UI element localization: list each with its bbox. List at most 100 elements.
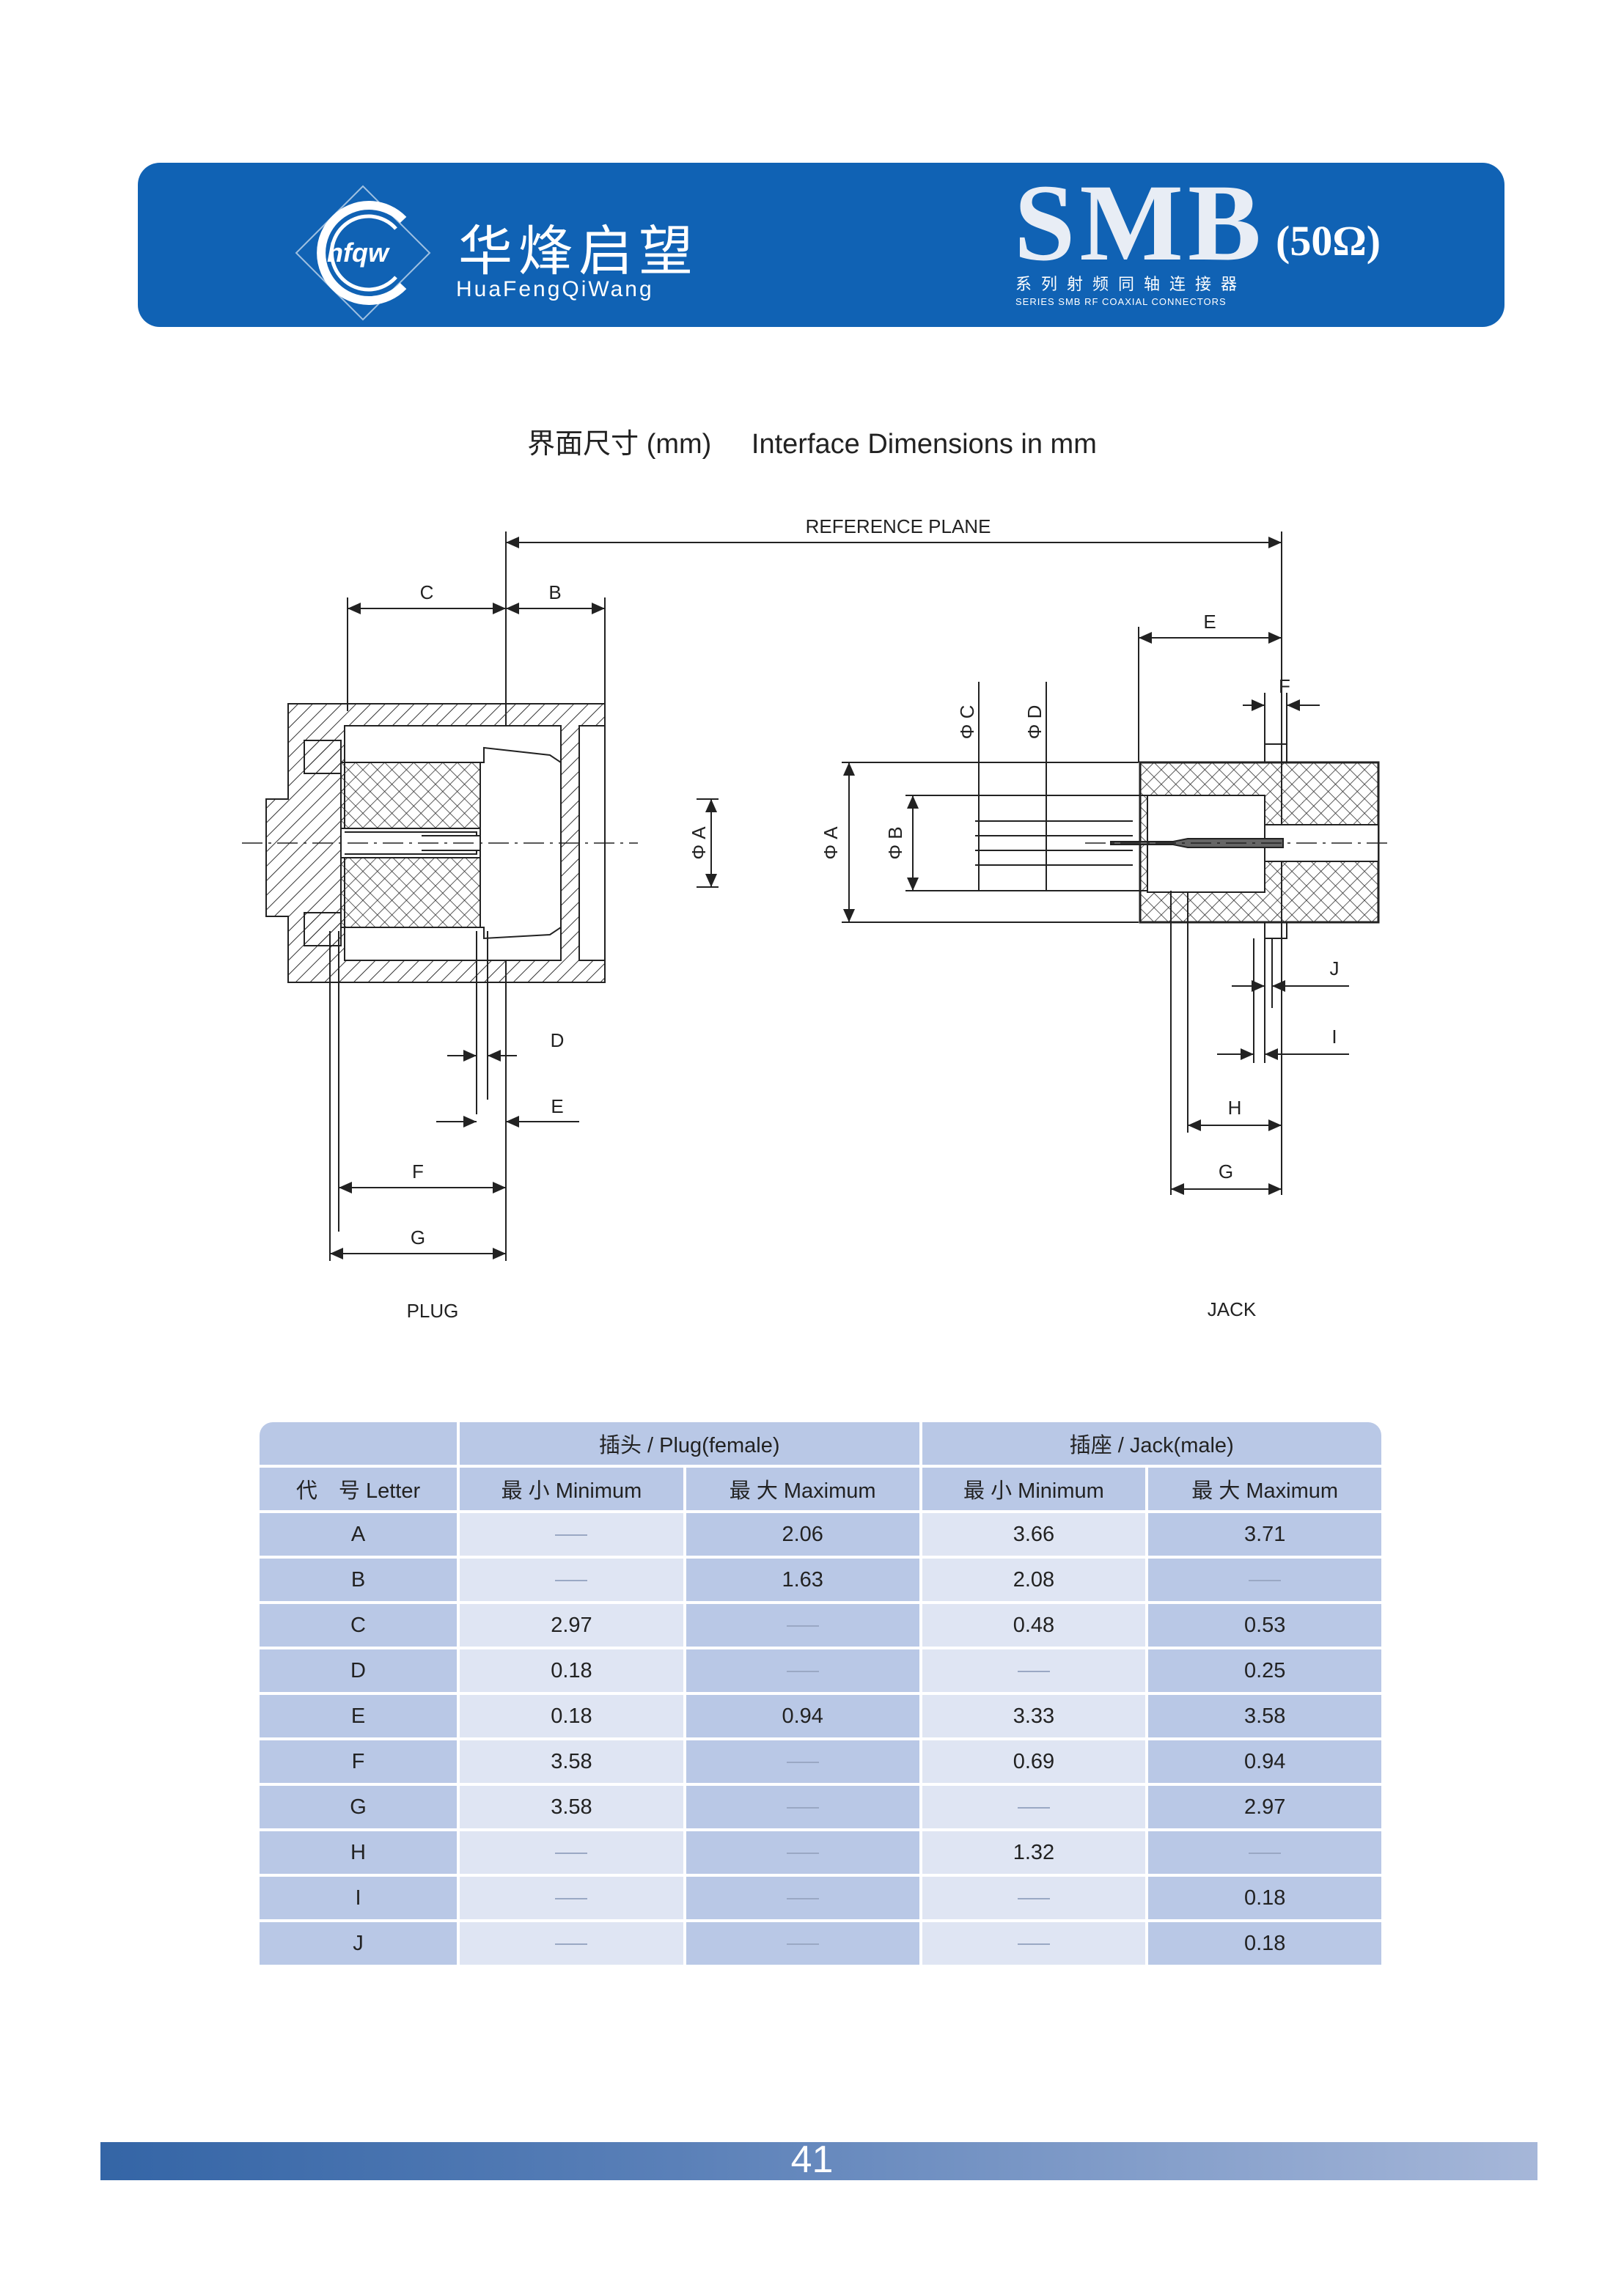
cell-plug-min [460, 1922, 683, 1965]
interface-drawing: REFERENCE PLANE C B Φ A D [242, 515, 1393, 1322]
cell-jack-min: 1.32 [922, 1831, 1146, 1874]
empty-dash [786, 1943, 819, 1945]
cell-plug-min [460, 1513, 683, 1556]
cell-letter: B [260, 1559, 458, 1601]
cell-jack-max: 3.58 [1148, 1695, 1381, 1737]
cell-letter: H [260, 1831, 458, 1874]
logo-text: hfqw [327, 238, 390, 268]
cell-plug-max [686, 1786, 919, 1828]
table-column-header: 代 号 Letter 最 小 Minimum 最 大 Maximum 最 小 M… [260, 1468, 1381, 1510]
group-jack-header: 插座 / Jack(male) [922, 1422, 1381, 1465]
cell-plug-max [686, 1877, 919, 1919]
hfqw-logo-icon: hfqw [295, 185, 431, 321]
reference-plane-label: REFERENCE PLANE [806, 515, 991, 537]
dimensions-table: 插头 / Plug(female) 插座 / Jack(male) 代 号 Le… [257, 1419, 1384, 1968]
impedance: (50Ω) [1276, 217, 1381, 265]
empty-dash [1017, 1943, 1050, 1945]
series-description-en: SERIES SMB RF COAXIAL CONNECTORS [1015, 296, 1227, 307]
cell-plug-min [460, 1559, 683, 1601]
empty-dash [1017, 1897, 1050, 1899]
cell-jack-max: 0.53 [1148, 1604, 1381, 1647]
jack-dim-f: F [1279, 675, 1290, 697]
jack-dim-e: E [1203, 611, 1216, 633]
cell-jack-max: 0.18 [1148, 1877, 1381, 1919]
cell-letter: E [260, 1695, 458, 1737]
cell-letter: C [260, 1604, 458, 1647]
empty-dash [786, 1670, 819, 1672]
title-cn: 界面尺寸 (mm) [527, 429, 712, 460]
footer-bar [100, 2142, 1537, 2180]
cell-plug-max [686, 1604, 919, 1647]
cell-jack-max: 2.97 [1148, 1786, 1381, 1828]
empty-dash [1249, 1579, 1282, 1581]
empty-dash [555, 1852, 588, 1854]
empty-dash [555, 1579, 588, 1581]
cell-plug-min: 3.58 [460, 1786, 683, 1828]
cell-jack-max: 0.25 [1148, 1649, 1381, 1692]
cell-plug-max [686, 1922, 919, 1965]
plug-label: PLUG [407, 1300, 459, 1322]
empty-dash [786, 1761, 819, 1763]
empty-dash [555, 1534, 588, 1536]
cell-jack-min: 3.33 [922, 1695, 1146, 1737]
cell-jack-min [922, 1786, 1146, 1828]
cell-jack-min [922, 1649, 1146, 1692]
group-plug-header: 插头 / Plug(female) [460, 1422, 919, 1465]
jack-dim-i: I [1331, 1026, 1337, 1048]
cell-jack-min: 2.08 [922, 1559, 1146, 1601]
empty-dash [555, 1943, 588, 1945]
cell-letter: F [260, 1740, 458, 1783]
cell-letter: A [260, 1513, 458, 1556]
cell-jack-max [1148, 1559, 1381, 1601]
empty-dash [555, 1897, 588, 1899]
cell-letter: G [260, 1786, 458, 1828]
cell-plug-max [686, 1740, 919, 1783]
jack-dim-j: J [1330, 957, 1340, 979]
empty-dash [786, 1897, 819, 1899]
title-en: Interface Dimensions in mm [751, 429, 1097, 460]
cell-jack-max: 0.18 [1148, 1922, 1381, 1965]
cell-plug-max [686, 1649, 919, 1692]
table-row: H 1.32 [260, 1831, 1381, 1874]
cell-plug-min: 3.58 [460, 1740, 683, 1783]
empty-dash [786, 1806, 819, 1809]
cell-jack-min: 0.48 [922, 1604, 1146, 1647]
series-name: SMB [1014, 162, 1266, 284]
cell-jack-min: 0.69 [922, 1740, 1146, 1783]
jack-dim-phi-d: Φ D [1024, 705, 1046, 740]
cell-jack-max [1148, 1831, 1381, 1874]
cell-plug-min: 0.18 [460, 1695, 683, 1737]
cell-jack-min [922, 1922, 1146, 1965]
plug-dim-f: F [412, 1160, 424, 1182]
cell-jack-max: 0.94 [1148, 1740, 1381, 1783]
plug-dim-e: E [551, 1095, 563, 1117]
col-jack-max-header: 最 大 Maximum [1148, 1468, 1381, 1510]
cell-letter: D [260, 1649, 458, 1692]
page-number: 41 [790, 2138, 834, 2181]
plug-dim-b: B [548, 581, 561, 603]
col-letter-header: 代 号 Letter [260, 1468, 458, 1510]
table-group-header: 插头 / Plug(female) 插座 / Jack(male) [260, 1422, 1381, 1465]
cell-jack-min: 3.66 [922, 1513, 1146, 1556]
cell-plug-min [460, 1831, 683, 1874]
cell-plug-min [460, 1877, 683, 1919]
plug-dim-c: C [420, 581, 434, 603]
cell-jack-max: 3.71 [1148, 1513, 1381, 1556]
jack-label: JACK [1208, 1298, 1257, 1320]
brand-name-en: HuaFengQiWang [456, 277, 654, 301]
jack-dim-phi-c: Φ C [956, 705, 978, 740]
plug-dim-phi-a: Φ A [688, 826, 710, 860]
jack-dim-h: H [1228, 1097, 1242, 1119]
series-description-cn: 系列射频同轴连接器 [1015, 276, 1247, 294]
col-jack-min-header: 最 小 Minimum [922, 1468, 1146, 1510]
empty-dash [1249, 1852, 1282, 1854]
page-title: 界面尺寸 (mm) Interface Dimensions in mm [0, 421, 1624, 461]
